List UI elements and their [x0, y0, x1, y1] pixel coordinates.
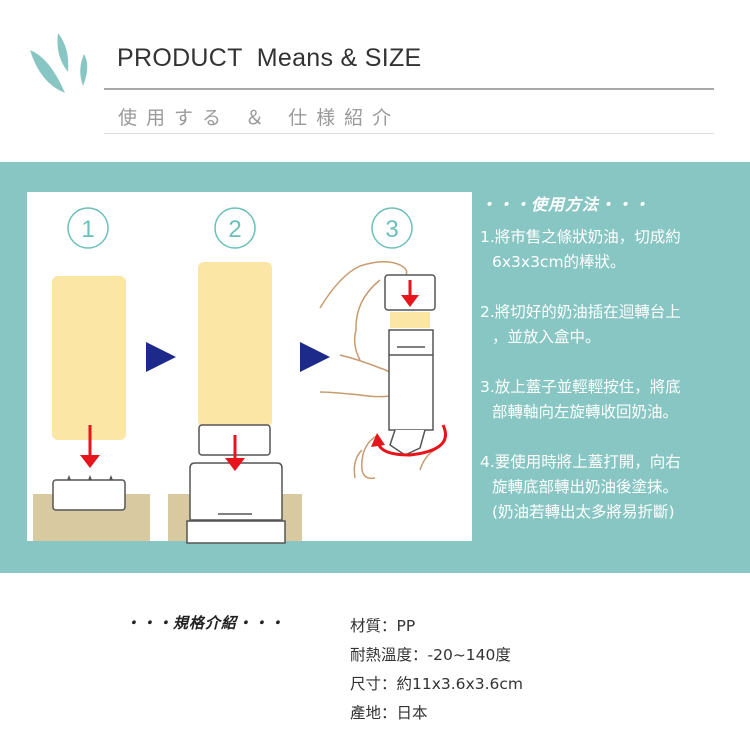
step-text: (奶油若轉出太多將易折斷) — [492, 503, 675, 521]
next-arrow-icon — [146, 342, 176, 372]
usage-step-2: 2.將切好的奶油插在迴轉台上 ，並放入盒中。 — [480, 300, 681, 350]
container-box — [189, 462, 283, 521]
down-arrow-icon — [225, 435, 245, 471]
spec-heat-resistance: 耐熱溫度：-20~140度 — [350, 646, 511, 664]
spec-size: 尺寸：約11x3.6x3.6cm — [350, 675, 523, 693]
down-arrow-icon — [80, 425, 100, 468]
specs-list: 材質：PP 耐熱溫度：-20~140度 尺寸：約11x3.6x3.6cm 產地：… — [350, 612, 523, 728]
usage-step-4: 4.要使用時將上蓋打開，向右旋轉底部轉出奶油後塗抹。 (奶油若轉出太多將易折斷) — [480, 450, 681, 525]
step-text: 2.將切好的奶油插在迴轉台上 — [480, 303, 681, 321]
step-1-badge — [67, 207, 109, 249]
step-text: 旋轉底部轉出奶油後塗抹。 — [492, 478, 679, 496]
rotate-arrow-icon — [371, 424, 447, 457]
next-arrow-icon — [300, 342, 330, 372]
step-2-badge — [214, 207, 256, 249]
step-text: 4.要使用時將上蓋打開，向右 — [480, 453, 681, 471]
butter-stick — [52, 276, 126, 440]
step-text: 3.放上蓋子並輕輕按住，將底 — [480, 378, 681, 396]
rotating-base — [52, 479, 126, 511]
usage-step-1: 1.將市售之條狀奶油，切成約 6x3x3cm的棒狀。 — [480, 225, 681, 275]
step-text: ，並放入盒中。 — [492, 328, 601, 346]
usage-instructions: ・・・使用方法・・・ 1.將市售之條狀奶油，切成約 6x3x3cm的棒狀。 2.將… — [480, 192, 681, 550]
butter-case — [388, 329, 434, 431]
usage-heading: ・・・使用方法・・・ — [480, 195, 651, 214]
page-title: PRODUCT Means & SIZE — [117, 44, 422, 72]
step-1-number: 1 — [81, 216, 94, 243]
step-3-badge — [371, 207, 413, 249]
specs-heading: ・・・規格介紹・・・ — [125, 614, 286, 632]
hand-drawing — [319, 261, 436, 480]
step-3-number: 3 — [385, 216, 398, 243]
divider — [104, 88, 714, 90]
down-arrow-icon — [401, 280, 419, 307]
divider — [104, 133, 714, 134]
page-subtitle: 使用する ＆ 仕様紹介 — [118, 107, 401, 129]
step-text: 6x3x3cm的棒狀。 — [492, 253, 626, 271]
usage-step-3: 3.放上蓋子並輕輕按住，將底部轉軸向左旋轉收回奶油。 — [480, 375, 681, 425]
leaf-logo-icon — [30, 33, 88, 93]
step-text: 部轉軸向左旋轉收回奶油。 — [492, 403, 679, 421]
step-2-number: 2 — [228, 216, 241, 243]
step-text: 1.將市售之條狀奶油，切成約 — [480, 228, 681, 246]
spec-origin: 產地：日本 — [350, 704, 428, 722]
butter-stick — [198, 262, 272, 427]
spec-material: 材質：PP — [350, 617, 416, 635]
